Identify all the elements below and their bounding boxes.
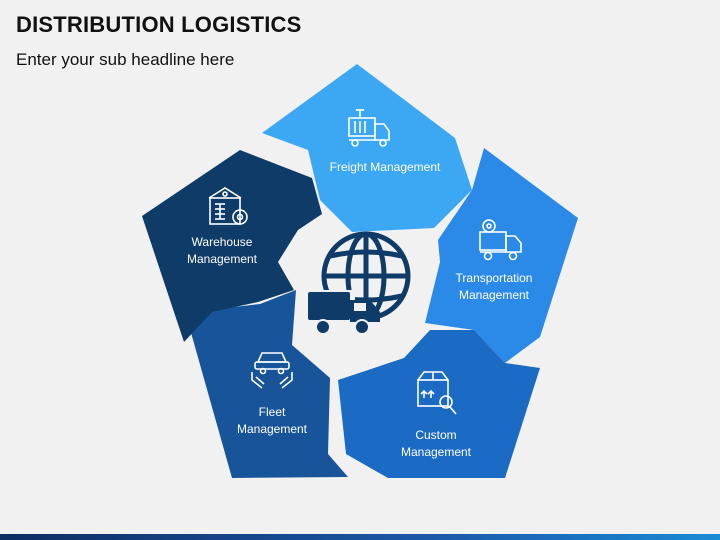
- segment-label-custom: Custom Management: [400, 428, 472, 459]
- segment-transportation: [425, 148, 578, 363]
- customs-box-search-icon: [417, 371, 457, 415]
- warehouse-gear-icon: [208, 187, 248, 225]
- center-truck-icon: [305, 290, 380, 335]
- segment-label-transportation: Transportation Management: [455, 271, 533, 302]
- segment-freight: [262, 64, 472, 232]
- segment-label-fleet: Fleet Management: [236, 405, 308, 436]
- segment-label-freight: Freight Management: [329, 160, 441, 174]
- page-title: DISTRIBUTION LOGISTICS: [16, 12, 302, 37]
- segment-fleet: [188, 290, 348, 478]
- fleet-car-hands-icon: [251, 352, 293, 389]
- segment-custom: [338, 330, 540, 478]
- segment-warehouse: [142, 150, 322, 342]
- segment-label-warehouse: Warehouse Management: [186, 235, 258, 266]
- transport-truck-gear-icon: [479, 219, 522, 261]
- footer-bar: [0, 534, 720, 540]
- freight-container-truck-icon: [348, 109, 390, 147]
- page-subtitle: Enter your sub headline here: [16, 50, 235, 69]
